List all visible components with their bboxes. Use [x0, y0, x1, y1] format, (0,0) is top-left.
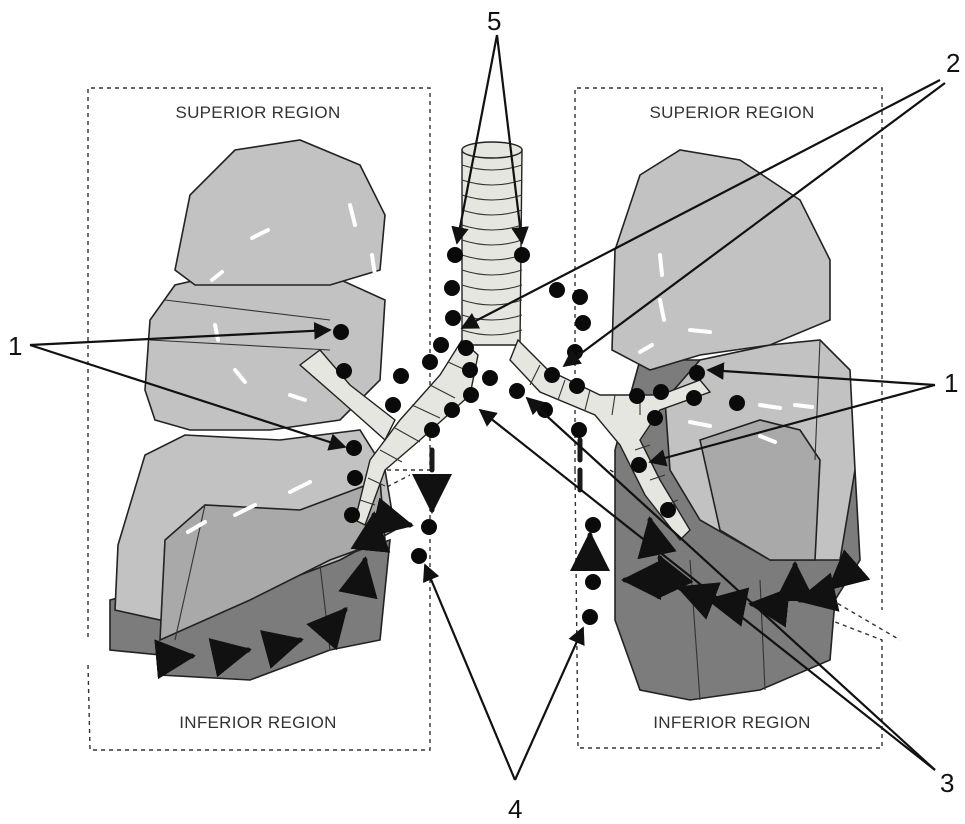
lymph-node [421, 519, 437, 535]
lymph-node [422, 354, 438, 370]
lymph-node [336, 363, 352, 379]
lymph-node [585, 517, 601, 533]
callout-1-right: 1 [944, 368, 958, 398]
callout-3: 3 [940, 768, 954, 798]
lymph-node [445, 310, 461, 326]
lymph-node [444, 402, 460, 418]
lymph-node [333, 324, 349, 340]
lymph-node [444, 280, 460, 296]
lymph-node [569, 378, 585, 394]
lymph-node [686, 390, 702, 406]
lymph-node [482, 370, 498, 386]
lymph-node [509, 383, 525, 399]
lymph-node [463, 387, 479, 403]
lymph-node [347, 470, 363, 486]
lymph-node [647, 410, 663, 426]
lymph-node [393, 368, 409, 384]
lymph-node [346, 440, 362, 456]
right-upper-lobe [612, 150, 830, 370]
lymph-node [572, 289, 588, 305]
callout-4: 4 [508, 794, 522, 824]
lymph-node [385, 397, 401, 413]
lymph-node [433, 337, 449, 353]
right-superior-region-label: SUPERIOR REGION [649, 103, 814, 122]
left-superior-region-label: SUPERIOR REGION [175, 103, 340, 122]
lymph-node [424, 422, 440, 438]
lymph-node [689, 365, 705, 381]
right-paratracheal-descending-path [580, 440, 590, 555]
lymph-node [447, 247, 463, 263]
lymph-node [653, 384, 669, 400]
callout-1-left: 1 [8, 331, 22, 361]
lymph-node [575, 315, 591, 331]
callout-2: 2 [946, 48, 960, 78]
lymph-node [411, 548, 427, 564]
lymph-node [514, 247, 530, 263]
lymph-node [660, 502, 676, 518]
lymph-node [629, 388, 645, 404]
lymph-node [571, 422, 587, 438]
lymph-node [729, 395, 745, 411]
lymph-node [585, 574, 601, 590]
lymph-node [631, 457, 647, 473]
callout-4-leaders [425, 565, 583, 780]
lymph-node [549, 282, 565, 298]
callout-5: 5 [487, 6, 501, 36]
lymph-node [462, 362, 478, 378]
lymph-node [544, 367, 560, 383]
lymph-node [582, 609, 598, 625]
left-inferior-region-label: INFERIOR REGION [179, 713, 337, 732]
lymph-node [344, 507, 360, 523]
right-inferior-region-label: INFERIOR REGION [653, 713, 811, 732]
lymph-node [458, 340, 474, 356]
